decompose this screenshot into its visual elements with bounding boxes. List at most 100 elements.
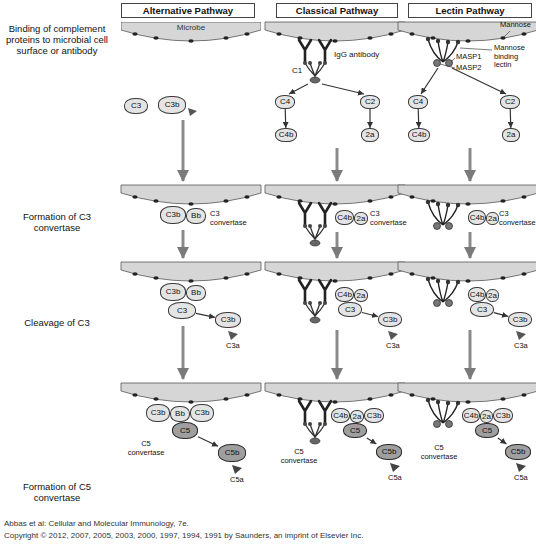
- step-arrow: [336, 232, 339, 258]
- node-text: 2a: [507, 131, 516, 139]
- leader-line: [451, 58, 455, 62]
- microbe-membrane: [121, 22, 261, 43]
- node-text: C3b: [165, 101, 180, 109]
- node-text: C4: [280, 98, 290, 106]
- node-text: Lectin Pathway: [435, 6, 504, 16]
- c5-protein: C5b: [505, 444, 531, 460]
- complement-protein: C4b: [335, 287, 354, 302]
- node-text: Bb: [191, 212, 201, 220]
- complement-protein: C4: [275, 95, 295, 109]
- leader-line: [460, 48, 492, 50]
- microbe-surface: Microbe: [121, 22, 261, 48]
- node-text: C5b: [382, 448, 397, 456]
- conversion-arrow: [362, 313, 378, 317]
- complement-protein: C3b: [508, 312, 532, 327]
- node-text: C3b: [496, 412, 511, 420]
- node-text: C3b: [166, 288, 181, 296]
- complement-protein: C3b: [160, 283, 186, 301]
- node-text: 2a: [353, 413, 362, 421]
- complement-protein: C4b: [335, 210, 354, 225]
- complement-protein: 2a: [486, 212, 499, 225]
- node-text: C4b: [279, 131, 294, 139]
- fragment-label: C3a: [514, 342, 536, 351]
- complement-protein: C3b: [364, 408, 384, 423]
- microbe-membrane: [121, 262, 261, 283]
- node-text: C3b: [195, 409, 210, 417]
- complement-protein: C2: [500, 95, 520, 109]
- conversion-arrow: [198, 437, 218, 447]
- convertase-label: C3 convertase: [370, 210, 406, 227]
- node-text: C3: [177, 307, 187, 315]
- complement-protein: C4b: [275, 128, 297, 142]
- node-text: Microbe: [177, 22, 205, 32]
- microbe-membrane: [121, 185, 261, 206]
- complement-protein: C3b: [158, 96, 186, 114]
- complement-protein: C3: [168, 302, 196, 319]
- node-text: C4b: [337, 214, 352, 222]
- cleavage-arrow: [322, 84, 364, 94]
- convertase-label: C5 convertase: [278, 448, 320, 465]
- complement-protein: Bb: [186, 285, 206, 301]
- complement-protein: 2a: [502, 128, 520, 142]
- microbe-membrane: [398, 383, 536, 404]
- complement-protein: C3b: [378, 312, 402, 327]
- microbe-membrane: [398, 262, 536, 283]
- conversion-arrow: [498, 438, 507, 444]
- complement-protein: C3: [338, 302, 362, 317]
- callout-label: Mannose binding lectin: [494, 44, 534, 70]
- conversion-arrow: [285, 109, 287, 128]
- antibody-c1-complex: [299, 40, 331, 83]
- node-text: C4b: [333, 412, 348, 420]
- step-arrow: [469, 232, 472, 258]
- complement-protein: Bb: [170, 406, 190, 422]
- node-text: C4: [413, 98, 423, 106]
- node-text: 2a: [366, 131, 375, 139]
- mannose-binding-lectin: [426, 200, 460, 230]
- antibody-c1-complex: [299, 280, 331, 323]
- conversion-arrow: [418, 109, 420, 128]
- antibody-c1-complex: [299, 203, 331, 246]
- cleavage-arrow: [421, 68, 438, 94]
- c5-protein: C5: [475, 423, 499, 438]
- node-text: C3: [131, 102, 141, 110]
- node-text: C3b: [383, 316, 398, 324]
- row-label: Formation of C5 convertase: [4, 482, 110, 504]
- node-text: C4b: [470, 291, 485, 299]
- conversion-arrow: [494, 313, 508, 317]
- fragment-label: C5a: [230, 476, 252, 485]
- c5-protein: C5: [343, 423, 367, 438]
- conversion-arrow: [196, 313, 215, 317]
- step-arrow: [336, 148, 339, 181]
- pathway-header: Alternative Pathway: [121, 3, 255, 18]
- step-arrow: [469, 330, 472, 379]
- node-text: C5: [482, 427, 492, 435]
- node-text: C5b: [511, 448, 526, 456]
- node-text: C5: [350, 427, 360, 435]
- conversion-arrow: [510, 109, 512, 128]
- conversion-arrow: [367, 438, 376, 444]
- step-arrow: [336, 330, 339, 379]
- complement-protein: C3: [124, 98, 148, 114]
- c3a-fragment: [228, 331, 238, 340]
- c5-protein: C5: [172, 422, 198, 439]
- step-arrow: [182, 230, 185, 258]
- node-text: Classical Pathway: [296, 6, 378, 16]
- c5-protein: C5b: [376, 444, 402, 460]
- node-text: Alternative Pathway: [143, 6, 233, 16]
- complement-protein: C3b: [146, 404, 170, 422]
- fragment-label: C3a: [226, 342, 248, 351]
- citation-note: Abbas et al: Cellular and Molecular Immu…: [4, 519, 534, 528]
- step-arrow: [182, 120, 185, 181]
- node-text: C5: [180, 427, 190, 435]
- fragment-label: C5a: [514, 474, 536, 483]
- complement-protein: 2a: [486, 289, 499, 302]
- microbe-membrane: [265, 383, 405, 404]
- mannose-binding-lectin: [426, 37, 460, 67]
- c5a-fragment: [232, 465, 242, 474]
- leader-line: [440, 64, 455, 68]
- node-text: C3b: [513, 316, 528, 324]
- complement-protein: C3: [470, 302, 494, 317]
- c5a-fragment: [390, 463, 400, 472]
